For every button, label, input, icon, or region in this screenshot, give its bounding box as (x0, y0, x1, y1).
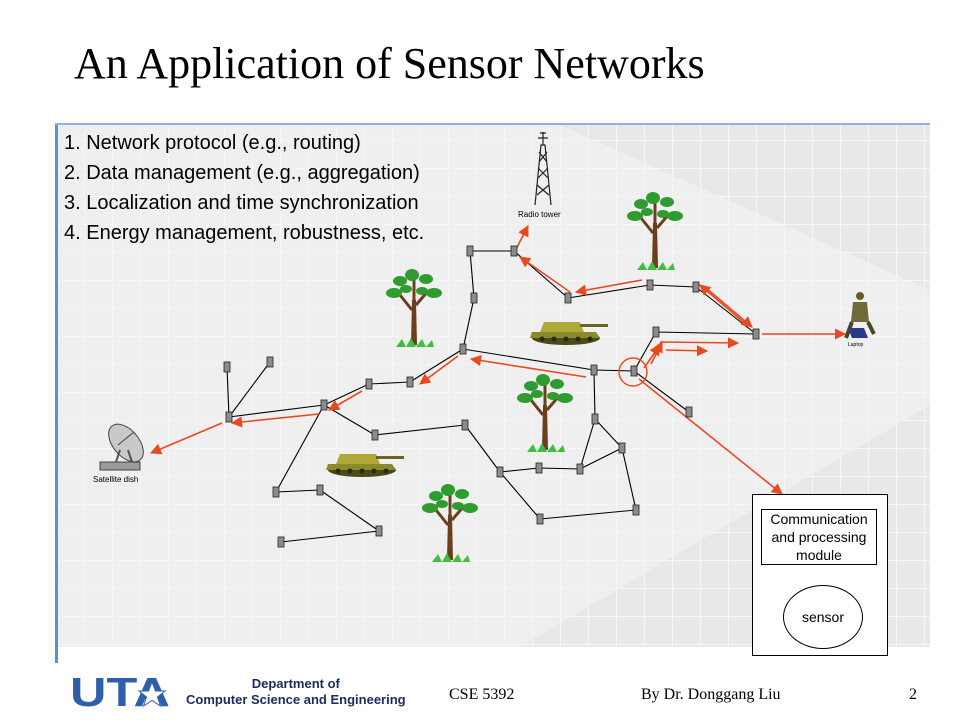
list-item: 1. Network protocol (e.g., routing) (64, 132, 361, 154)
uta-logo: UTA (70, 670, 170, 710)
tree-icon (422, 484, 478, 562)
communication-module-box: Communication and processing module (761, 509, 877, 565)
department-line-1: Department of (251, 676, 340, 691)
left-rule (55, 123, 58, 663)
tree-icon (517, 374, 573, 452)
radio-tower-icon (534, 132, 552, 206)
sensor-node-diagram: Communication and processing module sens… (752, 494, 888, 656)
tree-icon (386, 269, 442, 347)
tree-icon (627, 192, 683, 270)
sensor-circle: sensor (783, 585, 863, 649)
challenge-list: 1. Network protocol (e.g., routing) 2. D… (64, 128, 424, 248)
list-item: 4. Energy management, robustness, etc. (64, 222, 425, 244)
terrain-background (58, 125, 930, 647)
network-scene: Radio tower Satellite dish Laptop (58, 125, 930, 647)
department-line-2: Computer Science and Engineering (186, 692, 406, 707)
author-name: By Dr. Donggang Liu (641, 686, 781, 703)
soldier-laptop-icon (844, 292, 876, 339)
slide-title: An Application of Sensor Networks (74, 39, 705, 88)
sensor-nodes (223, 245, 760, 548)
laptop-label: Laptop (848, 342, 864, 348)
data-flow-arrows (149, 225, 847, 495)
satellite-dish-label: Satellite dish (93, 475, 138, 484)
course-code: CSE 5392 (449, 686, 515, 703)
tank-icon (530, 322, 608, 345)
tank-icon (326, 454, 404, 477)
department-name: Department of Computer Science and Engin… (186, 676, 406, 708)
radio-tower-label: Radio tower (518, 210, 561, 219)
top-rule (55, 123, 930, 125)
highlighted-sensor-ring (618, 357, 648, 387)
satellite-dish-icon (99, 423, 144, 471)
list-item: 2. Data management (e.g., aggregation) (64, 162, 420, 184)
page-number: 2 (909, 686, 917, 703)
list-item: 3. Localization and time synchronization (64, 192, 419, 214)
